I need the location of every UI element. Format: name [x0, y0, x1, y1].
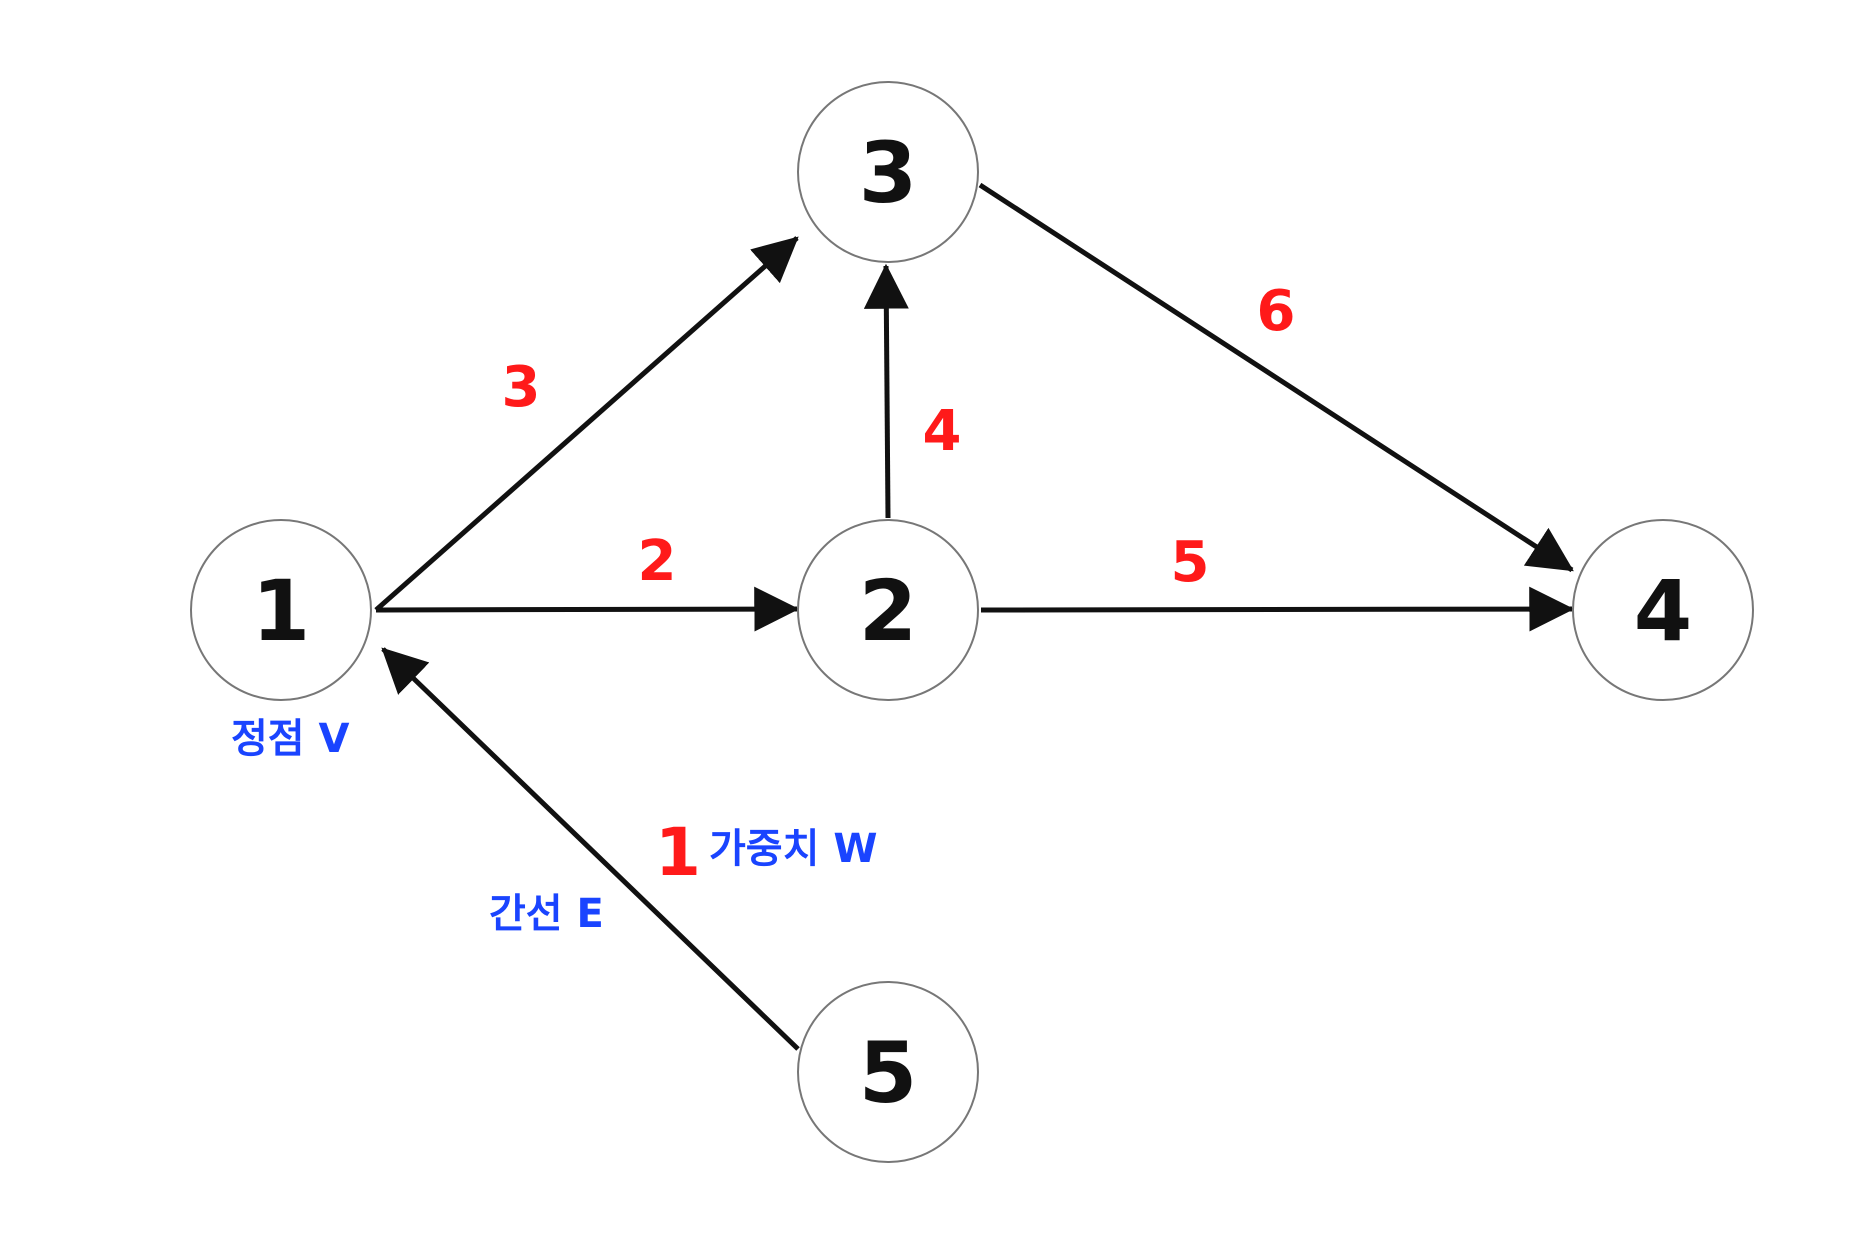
- edge-1-to-3: [374, 236, 799, 612]
- weight-label-1-to-2: 2: [638, 529, 677, 594]
- weight-label-5-to-1: 1: [655, 814, 701, 891]
- weight-label-2-to-3: 4: [923, 399, 962, 464]
- node-circle-2: [797, 519, 979, 701]
- nodes-layer: 1 2 3 4 5: [190, 81, 1754, 1163]
- node-4: 4: [1572, 519, 1754, 701]
- edges-layer: [374, 182, 1575, 1051]
- weight-label-1-to-3: 3: [502, 355, 541, 420]
- node-label-5: 5: [859, 1024, 917, 1122]
- edge-2-to-3: [863, 263, 909, 519]
- node-label-3: 3: [859, 124, 917, 222]
- node-label-1: 1: [252, 562, 310, 660]
- node-circle-4: [1572, 519, 1754, 701]
- node-circle-3: [797, 81, 979, 263]
- edge-1-to-2: [375, 586, 800, 632]
- node-2: 2: [797, 519, 979, 701]
- node-5: 5: [797, 981, 979, 1163]
- edge-2-to-4: [980, 586, 1575, 632]
- weight-label-2-to-4: 5: [1171, 530, 1210, 595]
- edge-5-to-1: [381, 647, 800, 1051]
- weights-layer: 3 2 4 5 6 1: [502, 279, 1296, 891]
- node-1: 1: [190, 519, 372, 701]
- node-label-2: 2: [859, 562, 917, 660]
- weight-label-3-to-4: 6: [1257, 279, 1296, 344]
- edge-annotation: 간선 E: [489, 891, 604, 937]
- node-circle-5: [797, 981, 979, 1163]
- node-label-4: 4: [1634, 562, 1692, 660]
- node-3: 3: [797, 81, 979, 263]
- weight-annotation: 가중치 W: [709, 826, 877, 872]
- vertex-annotation: 정점 V: [231, 716, 350, 762]
- edge-3-to-4: [978, 182, 1574, 573]
- node-circle-1: [190, 519, 372, 701]
